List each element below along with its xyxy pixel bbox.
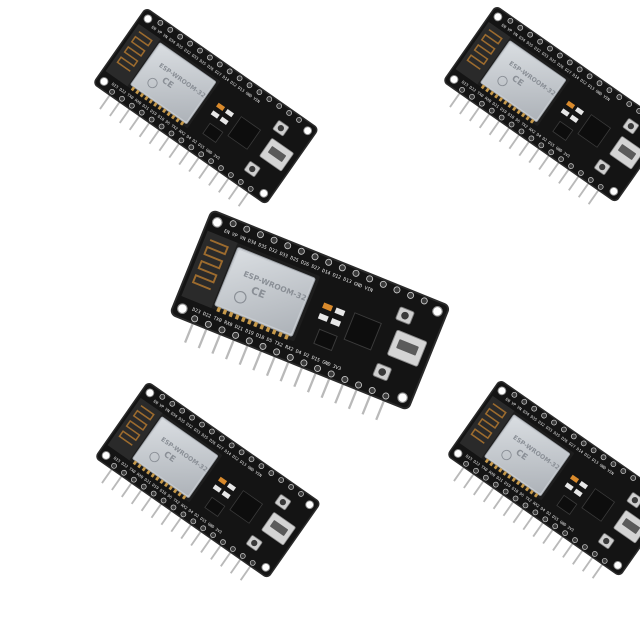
product-photo: ESP-WROOM-32 CE — [82, 5, 640, 594]
